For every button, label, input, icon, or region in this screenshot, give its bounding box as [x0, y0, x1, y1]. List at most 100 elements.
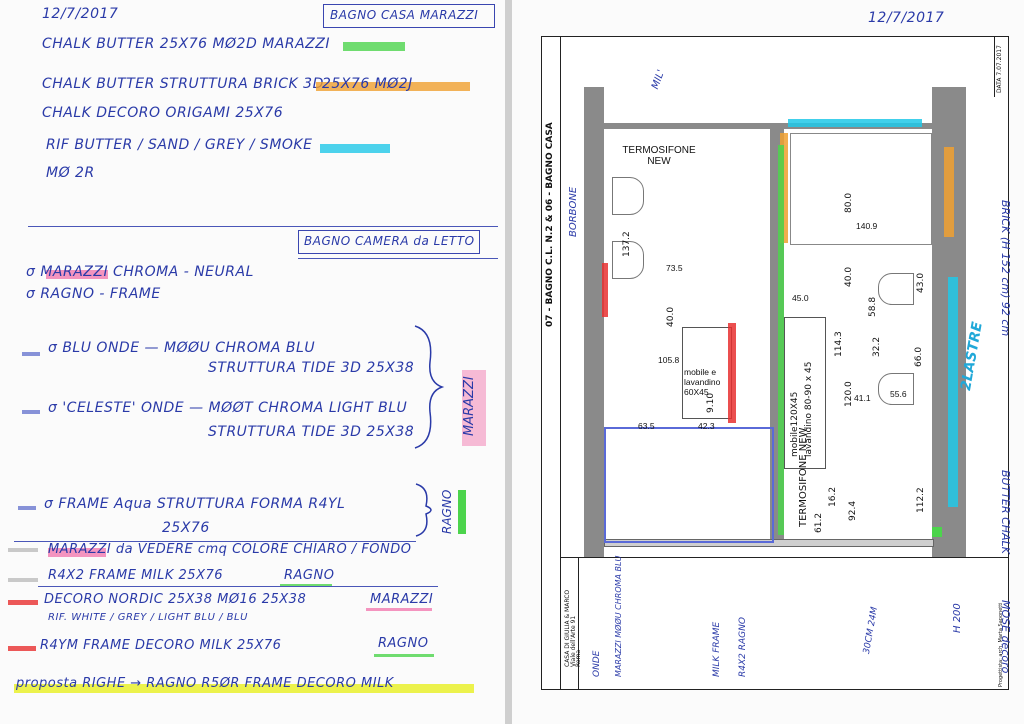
- plan-title: 07 - BAGNO C.L. N.2 & 06 - BAGNO CASA: [545, 122, 555, 327]
- note-r4x2: R4X2 RAGNO: [738, 617, 748, 677]
- blue-dash: [22, 352, 40, 356]
- line-frame-aqua-size: 25X76: [162, 520, 210, 536]
- green-highlight: [343, 42, 405, 51]
- dim-120: 120.0: [844, 381, 854, 407]
- brace-label-marazzi: MARAZZI: [462, 376, 477, 436]
- line-chalk-brick-code: 25X76 MØ2J: [322, 76, 413, 92]
- note-marazzi-plan: MARAZZI MØØU CHROMA BLU: [614, 555, 623, 677]
- wall-left: [584, 87, 604, 557]
- date-left: 12/7/2017: [42, 6, 119, 22]
- note-botch: 30CM 24M: [862, 606, 881, 655]
- note-onde: ONDE: [592, 650, 602, 677]
- divider-4: [38, 586, 438, 587]
- orange-marker-right: [944, 147, 954, 237]
- dim-80: 80.0: [844, 192, 854, 213]
- dim-58: 58.8: [868, 296, 878, 317]
- line-ragno-frame: σ RAGNO - FRAME: [26, 286, 161, 302]
- toilet-right: [878, 273, 914, 305]
- dim-32: 32.2: [872, 336, 882, 357]
- title-bagno-camera: BAGNO CAMERA da LETTO: [304, 234, 475, 248]
- dim-42: 42.3: [698, 421, 715, 431]
- dim-55: 55.6: [890, 389, 907, 399]
- dim-92: 92.4: [848, 500, 858, 521]
- blue-dash-2: [22, 410, 40, 414]
- tag-ragno-2: RAGNO: [378, 636, 429, 651]
- line-chalk-decoro: CHALK DECORO ORIGAMI 25X76: [42, 105, 284, 121]
- dim-73: 73.5: [666, 263, 683, 273]
- line-rif-white: RIF. WHITE / GREY / LIGHT BLU / BLU: [48, 612, 248, 623]
- dim-43: 43.0: [916, 272, 926, 293]
- divider-3: [14, 541, 416, 542]
- dim-45: 45.0: [792, 293, 809, 303]
- shower-right: [790, 133, 932, 245]
- brace-label-ragno: RAGNO: [440, 489, 454, 534]
- pink-underline: [366, 608, 432, 611]
- dim-61: 61.2: [814, 512, 824, 533]
- line-r4ym: R4YM FRAME DECORO MILK 25X76: [40, 638, 282, 653]
- wall-top: [604, 123, 932, 129]
- plan-title-strip: [542, 37, 561, 689]
- divider-2: [298, 258, 498, 259]
- line-rif-butter: RIF BUTTER / SAND / GREY / SMOKE: [46, 137, 313, 153]
- blue-dash-3: [18, 506, 36, 510]
- brace-ragno: [415, 483, 432, 537]
- divider-1: [28, 226, 498, 227]
- yellow-highlight: [14, 684, 474, 693]
- label-mobile-120: mobile120X45: [790, 391, 800, 457]
- date-right: 12/7/2017: [868, 10, 945, 26]
- pink-highlight-2: [48, 548, 106, 557]
- dim-66: 66.0: [914, 346, 924, 367]
- bidet-left: [612, 241, 644, 279]
- title-box-bagno-camera: [298, 230, 480, 254]
- dim-63: 63.5: [638, 421, 655, 431]
- title-bagno-casa: BAGNO CASA MARAZZI: [330, 8, 479, 22]
- dim-114: 114.3: [834, 331, 844, 357]
- bidet-right: [878, 373, 914, 405]
- note-mil: MIL': [650, 68, 668, 91]
- footer-divider: [578, 557, 579, 689]
- dim-16: 16.2: [828, 486, 838, 507]
- note-h200: H 200: [952, 603, 963, 633]
- date-strip: [994, 37, 1008, 97]
- plan-data-label: DATA 7.07.2017: [996, 45, 1003, 93]
- tag-marazzi: MARAZZI: [370, 592, 434, 607]
- dim-40a: 40.0: [666, 306, 676, 327]
- tag-ragno-1: RAGNO: [284, 568, 335, 583]
- red-dash-2: [8, 646, 36, 651]
- title-box-bagno-casa: [323, 4, 495, 28]
- dim-41: 41.1: [854, 393, 871, 403]
- pink-vertical-highlight: [462, 370, 486, 446]
- line-r4x2: R4X2 FRAME MILK 25X76: [48, 568, 224, 583]
- dim-140: 140.9: [856, 221, 878, 231]
- cyan-marker-right: [948, 277, 958, 507]
- label-termosifone-1: TERMOSIFONE NEW: [622, 145, 696, 167]
- red-dash: [8, 600, 38, 605]
- label-lavandino-80: lavandino 80-90 x 45: [804, 361, 814, 458]
- dim-137: 137.2: [622, 231, 632, 257]
- dim-40b: 40.0: [844, 266, 854, 287]
- brace-marazzi: [414, 325, 445, 449]
- note-brick: BRICK (H 152 cm) 92 cm: [999, 200, 1012, 337]
- line-marazzi-vedere: MARAZZI da VEDERE cmq COLORE CHIARO / FO…: [48, 542, 412, 557]
- label-mobile-lavandino: mobile e lavandino 60X45: [684, 367, 721, 397]
- pink-highlight: [46, 270, 108, 279]
- note-mose: MOSE decoro: [999, 600, 1012, 674]
- floor-plan: 07 - BAGNO C.L. N.2 & 06 - BAGNO CASA DA…: [541, 36, 1009, 690]
- green-marker-wall: [778, 145, 784, 535]
- cyan-marker-top: [788, 119, 922, 127]
- note-butter-chalk: BUTTER CHALK: [999, 470, 1012, 554]
- note-borbone: BORBONE: [568, 186, 579, 237]
- footer-rule: [560, 557, 1008, 558]
- green-vertical-highlight: [458, 490, 466, 534]
- line-celeste-struttura: STRUTTURA TIDE 3D 25X38: [208, 424, 415, 440]
- green-underline: [280, 584, 332, 587]
- line-decoro-nordic: DECORO NORDIC 25X38 MØ16 25X38: [44, 592, 307, 607]
- cyan-highlight: [320, 144, 390, 153]
- orange-highlight: [316, 82, 470, 91]
- line-m02r: MØ 2R: [46, 165, 95, 181]
- dim-112: 112.2: [916, 487, 926, 513]
- line-proposta: proposta RIGHE → RAGNO R5ØR FRAME DECORO…: [16, 676, 394, 691]
- client-city: Roma: [575, 649, 582, 667]
- line-marazzi-chroma: σ MARAZZI CHROMA - NEURAL: [26, 264, 254, 280]
- orange-marker-wall: [780, 133, 788, 243]
